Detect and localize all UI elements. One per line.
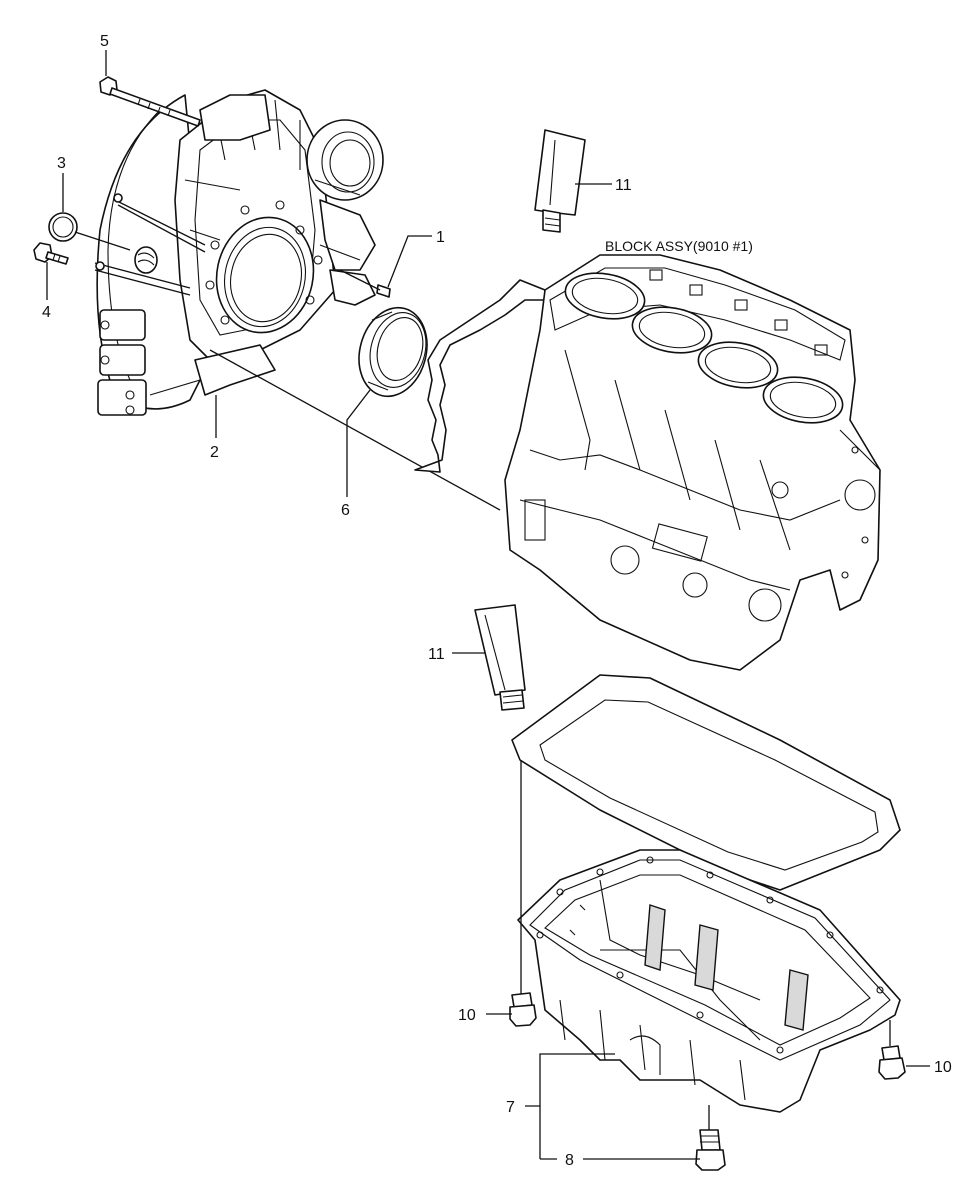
drain-plug-part-8: [695, 1105, 726, 1171]
block-assy-label: BLOCK ASSY(9010 #1): [605, 238, 753, 254]
callout-3: 3: [57, 155, 66, 172]
callout-10-left: 10: [458, 1007, 476, 1024]
callout-6: 6: [341, 502, 350, 519]
oil-pan: [517, 849, 901, 1113]
oil-seal-part-6: [358, 306, 428, 398]
block-gasket: [414, 279, 546, 473]
oil-pan-gasket: [511, 674, 901, 891]
bolt-leader-upper: [114, 199, 206, 253]
bolt-part-5: [99, 76, 201, 127]
bolt-part-4: [33, 242, 69, 265]
callout-5: 5: [100, 33, 109, 50]
bolt-hole-upper: [113, 193, 123, 203]
bolt-part-10-right: [878, 1020, 906, 1080]
callout-leaders: [46, 50, 930, 1160]
callout-11-mid: 11: [428, 646, 445, 663]
engine-block: [504, 254, 881, 671]
callout-10-right: 10: [934, 1059, 952, 1076]
bolt-part-10-left: [509, 992, 537, 1027]
cap-part-3: [48, 212, 78, 242]
cap-leader: [74, 231, 131, 251]
callout-1: 1: [436, 229, 445, 246]
callout-7: 7: [506, 1099, 515, 1116]
flywheel-housing: [96, 89, 384, 416]
dowel-pin-part-1: [339, 269, 391, 298]
bolt-leader-lower: [94, 262, 191, 296]
assembly-axis-line: [209, 349, 501, 511]
callout-4: 4: [42, 304, 51, 321]
sealant-tube-mid: [474, 604, 526, 711]
sealant-tube-top: [534, 129, 586, 233]
callout-11-top: 11: [615, 177, 632, 194]
callout-2: 2: [210, 444, 219, 461]
callout-8: 8: [565, 1152, 574, 1169]
bolt-hole-lower: [95, 261, 105, 271]
